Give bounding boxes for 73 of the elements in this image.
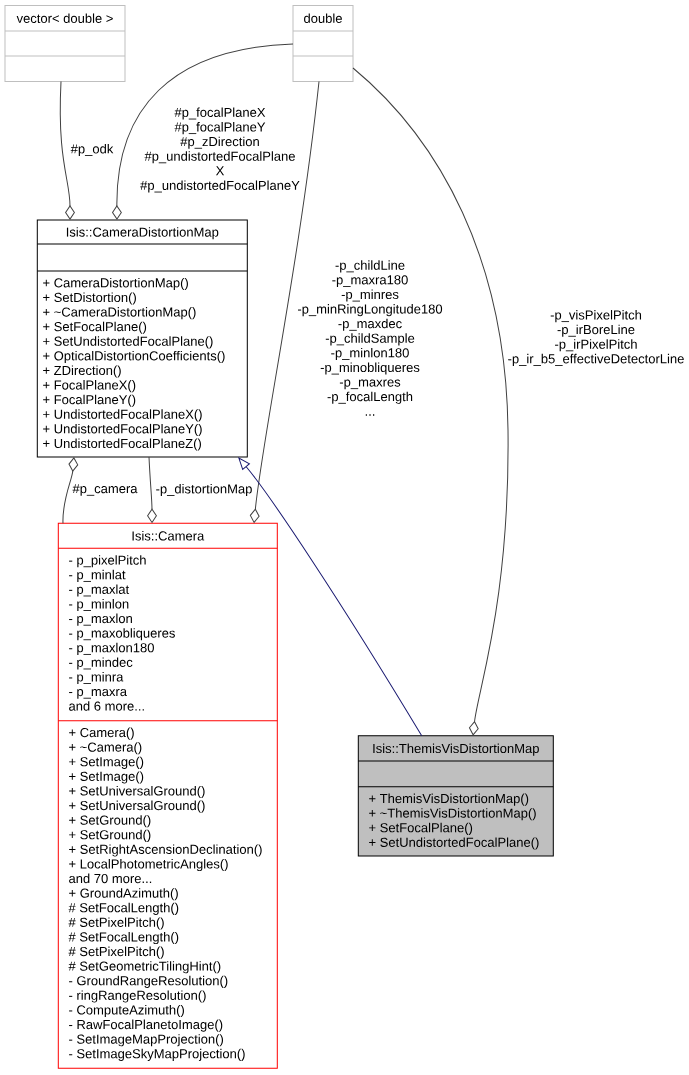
method-text: + FocalPlaneY() [43,394,136,407]
class-name: vector< double > [16,13,113,23]
class-name: Isis::ThemisVisDistortionMap [373,743,539,756]
method-text: + OpticalDistortionCoefficients() [43,350,225,363]
method-text: + SetDistortion() [43,292,136,305]
method-text: + Camera() [69,727,134,740]
class-name: Isis::Camera [132,531,205,541]
method-text: + SetImage() [69,756,144,769]
class-box [57,522,278,1069]
method-text: + ThemisVisDistortionMap() [369,793,529,806]
method-text: # SetGeometricTilingHint() [68,961,221,974]
method-text: + UndistortedFocalPlaneX() [43,409,202,422]
attribute-text: and 6 more... [69,701,144,711]
inheritance-arrow [238,457,423,737]
method-text: + FocalPlaneX() [43,380,136,393]
method-text: and 70 more... [69,873,152,884]
class-name: Isis::CameraDistortionMap [66,227,219,240]
edge-label: -p_visPixelPitch -p_irBoreLine -p_irPixelPitch -p_ir_b5_effectiveDetectorLine [508,310,684,366]
method-text: + SetGround() [69,815,151,828]
method-text: + SetUndistortedFocalPlane() [43,336,213,349]
method-text: + SetUndistortedFocalPlane() [369,837,539,850]
attribute-text: - p_maxra [69,689,127,699]
method-text: + SetFocalPlane() [369,822,473,835]
class-box [357,735,554,857]
attribute-text: - p_minlat [69,569,126,582]
method-text: + SetGround() [69,829,151,842]
method-text: + SetRightAscensionDeclination() [69,844,262,857]
attribute-text: - p_mindec [69,657,133,670]
method-text: - SetImageMapProjection() [69,1034,223,1047]
method-text: - RawFocalPlanetoImage() [69,1019,223,1032]
aggregation-line [352,67,509,736]
aggregation-line [147,456,157,523]
attribute-text: - p_pixelPitch [69,555,146,568]
method-text: + ~ThemisVisDistortionMap() [369,808,536,821]
method-text: + SetUniversalGround() [69,800,205,813]
class-box [36,219,248,458]
aggregation-line [249,81,320,523]
method-text: # SetFocalLength() [68,932,179,945]
method-text: # SetPixelPitch() [68,946,164,959]
attribute-text: - p_maxlon [69,613,132,626]
edge-label: -p_distortionMap [156,483,252,497]
edge-label: #p_focalPlaneX #p_focalPlaneY #p_zDirection #p_undistortedFocalPlane X #p_undistortedFocalPlaneY [140,107,300,193]
aggregation-line [62,457,79,524]
method-text: + UndistortedFocalPlaneY() [43,423,202,436]
method-text: + SetFocalPlane() [43,321,147,334]
class-box [4,5,126,82]
method-text: + GroundAzimuth() [69,888,178,901]
aggregation-line [112,43,294,220]
method-text: # SetFocalLength() [68,902,179,915]
method-text: + CameraDistortionMap() [43,277,188,290]
method-text: + LocalPhotometricAngles() [69,859,228,872]
method-text: - ringRangeResolution() [69,990,206,1003]
method-text: + SetImage() [69,771,144,784]
attribute-text: - p_maxlat [69,584,130,597]
method-text: - SetImageSkyMapProjection() [69,1048,245,1061]
attribute-text: - p_minlon [69,599,129,612]
method-text: + UndistortedFocalPlaneZ() [43,438,201,451]
method-text: + ~CameraDistortionMap() [43,307,196,320]
method-text: - ComputeAzimuth() [69,1005,184,1018]
attribute-text: - p_minra [69,672,124,685]
method-text: # SetPixelPitch() [68,917,164,930]
aggregation-line [59,81,75,220]
attribute-text: - p_maxobliqueres [69,628,175,641]
edge-label: #p_odk [70,143,114,157]
method-text: - GroundRangeResolution() [69,975,228,988]
class-box [292,5,354,82]
method-text: + ~Camera() [69,742,142,755]
method-text: + ZDirection() [43,365,121,378]
method-text: + SetUniversalGround() [69,786,205,799]
edge-label: -p_childLine -p_maxra180 -p_minres -p_minRingLongitude180 -p_maxdec -p_childSample -p_minlon180 -p_minobliqueres -p_maxres -p_focalLength ... [297,260,443,416]
edge-label: #p_camera [72,484,138,496]
attribute-text: - p_maxlon180 [69,642,154,655]
class-name: double [304,13,342,23]
